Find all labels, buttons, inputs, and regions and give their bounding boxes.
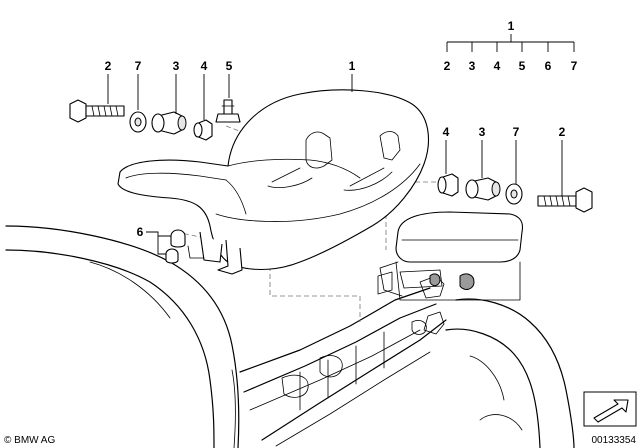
callout-bushing-right: 3 xyxy=(479,125,486,139)
seat-brackets xyxy=(187,231,243,275)
rear-frame-drawing xyxy=(5,225,575,448)
copyright-text: © BMW AG xyxy=(4,435,55,446)
reference-number: 00133354 xyxy=(592,435,637,446)
washer-left xyxy=(129,111,147,133)
kit-legend-item: 6 xyxy=(545,59,552,73)
right-hardware xyxy=(437,173,593,213)
callout-stops: 6 xyxy=(137,225,144,239)
bolt-left xyxy=(69,99,125,123)
bushing-right xyxy=(465,177,501,201)
pin xyxy=(215,99,241,123)
washer-right xyxy=(505,183,523,205)
kit-legend: 1 2 3 4 5 6 7 xyxy=(444,19,578,73)
leader-lines xyxy=(107,74,563,255)
left-hardware xyxy=(69,99,241,141)
kit-legend-item: 7 xyxy=(571,59,578,73)
callout-bushing-left: 3 xyxy=(173,59,180,73)
callout-grommet-right: 4 xyxy=(443,125,450,139)
rear-tail-unit-drawing xyxy=(377,211,524,301)
grommet-right xyxy=(437,173,459,197)
callout-grommet-left: 4 xyxy=(201,59,208,73)
kit-legend-item: 3 xyxy=(469,59,476,73)
callout-bolt-left: 2 xyxy=(105,59,112,73)
kit-legend-item: 4 xyxy=(494,59,501,73)
seat xyxy=(117,89,429,270)
bushing-left xyxy=(151,111,187,135)
stops xyxy=(165,229,186,264)
grommet-left xyxy=(193,119,213,141)
callout-seat: 1 xyxy=(349,59,356,73)
bolt-right xyxy=(537,187,593,213)
kit-legend-item: 2 xyxy=(444,59,451,73)
orientation-arrow-icon xyxy=(583,391,637,427)
callout-washer-left: 7 xyxy=(135,59,142,73)
callout-washer-right: 7 xyxy=(513,125,520,139)
callout-bolt-right: 2 xyxy=(559,125,566,139)
callout-labels: 2 7 3 4 5 1 4 3 7 2 6 xyxy=(105,59,566,239)
kit-legend-item: 5 xyxy=(519,59,526,73)
callout-pin: 5 xyxy=(226,59,233,73)
kit-legend-header: 1 xyxy=(508,19,515,33)
